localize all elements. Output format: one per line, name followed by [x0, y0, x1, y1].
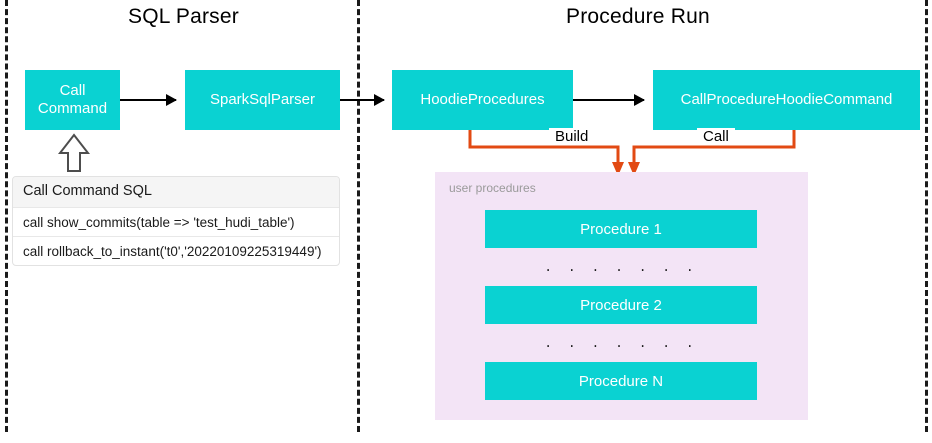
section-title-sql-parser: SQL Parser	[128, 5, 239, 28]
section-title-procedure-run: Procedure Run	[566, 5, 710, 28]
arrow-call-command-to-spark-sql-parser	[120, 94, 177, 106]
procedure-separator-dots: . . . . . . .	[544, 335, 698, 351]
sql-table-row: call rollback_to_instant('t0','202201092…	[13, 236, 339, 265]
arrow-spark-sql-parser-to-hoodie-procedures	[340, 94, 385, 106]
user-procedures-label: user procedures	[449, 181, 536, 195]
connector-build	[468, 130, 620, 163]
node-spark-sql-parser[interactable]: SparkSqlParser	[185, 70, 340, 130]
block-up-arrow-icon	[58, 133, 90, 172]
node-procedure-n[interactable]: Procedure N	[485, 362, 757, 400]
dashed-separator-left	[5, 0, 8, 432]
sql-table-header: Call Command SQL	[13, 177, 339, 207]
node-procedure-2[interactable]: Procedure 2	[485, 286, 757, 324]
node-hoodie-procedures[interactable]: HoodieProcedures	[392, 70, 573, 130]
edge-label-build: Build	[549, 128, 595, 145]
edge-label-call: Call	[697, 128, 735, 145]
node-call-procedure-hoodie-command[interactable]: CallProcedureHoodieCommand	[653, 70, 920, 130]
dashed-separator-right	[925, 0, 928, 432]
procedure-separator-dots: . . . . . . .	[544, 259, 698, 275]
call-command-sql-table: Call Command SQL call show_commits(table…	[12, 176, 340, 266]
arrow-hoodie-procedures-to-call-procedure-hoodie-command	[573, 94, 645, 106]
sql-table-row: call show_commits(table => 'test_hudi_ta…	[13, 207, 339, 236]
node-call-command[interactable]: Call Command	[25, 70, 120, 130]
node-procedure-1[interactable]: Procedure 1	[485, 210, 757, 248]
dashed-separator-middle	[357, 0, 360, 432]
user-procedures-panel: user procedures Procedure 1 . . . . . . …	[435, 172, 808, 420]
